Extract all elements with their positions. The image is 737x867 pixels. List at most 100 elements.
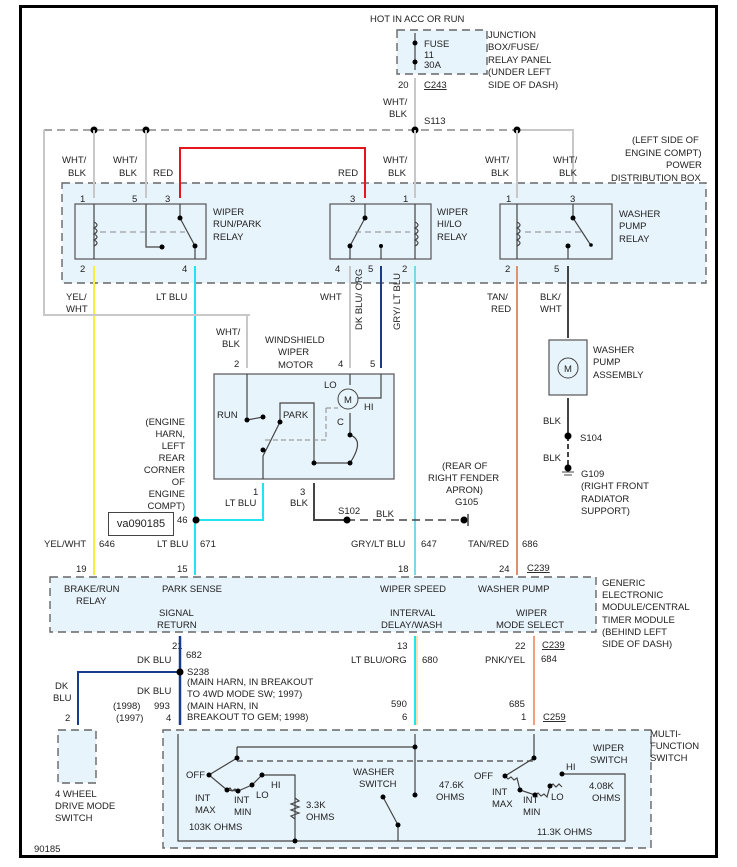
svg-text:2: 2 [80,264,85,275]
svg-text:LT BLU: LT BLU [156,292,187,303]
multi-function-switch [162,729,652,849]
svg-text:RED: RED [338,168,358,179]
svg-text:RETURN: RETURN [157,620,197,631]
svg-text:RED: RED [153,168,173,179]
svg-text:LT BLU: LT BLU [157,539,188,550]
svg-text:(ENGINE: (ENGINE [145,417,185,428]
svg-text:WHT: WHT [320,292,342,303]
svg-text:POWER: POWER [666,160,702,171]
washer-pump-relay: 1 3 2 5 WASHER PUMP RELAY [499,194,660,275]
svg-text:GENERIC: GENERIC [602,578,645,589]
svg-text:(MAIN HARN, IN BREAKOUT: (MAIN HARN, IN BREAKOUT [187,677,313,688]
svg-text:HI/LO: HI/LO [437,219,462,230]
svg-text:MODE SELECT: MODE SELECT [496,620,564,631]
svg-text:DK BLU/ ORG: DK BLU/ ORG [354,269,365,330]
svg-text:RELAY PANEL: RELAY PANEL [488,55,551,66]
svg-text:4: 4 [166,713,171,724]
svg-text:RELAY: RELAY [213,232,244,243]
svg-text:SWITCH: SWITCH [359,779,397,790]
svg-text:PARK: PARK [283,410,309,421]
wire-label: WHT/ [383,97,408,108]
wire-red [179,147,366,198]
junction-box [396,29,488,75]
svg-text:FUNCTION: FUNCTION [650,741,699,752]
svg-text:HI: HI [364,402,374,413]
svg-text:LT BLU: LT BLU [225,498,256,509]
wiper-hi-lo-relay: 3 1 4 5 2 WIPER HI/LO RELAY [329,194,468,275]
svg-text:DELAY/WASH: DELAY/WASH [381,620,442,631]
svg-text:SIDE OF DASH): SIDE OF DASH) [488,80,558,91]
svg-text:HI: HI [271,780,281,791]
svg-text:WASHER: WASHER [353,767,394,778]
svg-text:BLK: BLK [543,416,562,427]
svg-text:3: 3 [570,194,575,205]
svg-text:1: 1 [521,712,526,723]
svg-text:C239: C239 [527,563,550,574]
svg-text:MAX: MAX [195,805,216,816]
svg-text:WHT/: WHT/ [216,327,241,338]
junction-box-location: JUNCTION BOX/FUSE/ RELAY PANEL (UNDER LE… [488,30,558,91]
svg-text:2: 2 [234,359,239,370]
fuse-name: FUSE [424,39,449,50]
svg-text:LT BLU/ORG: LT BLU/ORG [351,655,407,666]
g105-ground: (REAR OF RIGHT FENDER APRON) G105 [428,461,499,508]
svg-text:RIGHT FENDER: RIGHT FENDER [428,473,499,484]
svg-text:(REAR OF: (REAR OF [442,461,488,472]
svg-text:(MAIN HARN, IN: (MAIN HARN, IN [187,701,258,712]
svg-text:SWITCH: SWITCH [590,755,628,766]
svg-text:DISTRIBUTION BOX: DISTRIBUTION BOX [611,173,701,184]
svg-text:TIMER MODULE: TIMER MODULE [602,615,675,626]
g109-ground: G109 (RIGHT FRONT RADIATOR SUPPORT) [581,469,649,517]
splice-s102: S102 [338,506,360,517]
generic-electronic-module [49,576,597,633]
svg-text:(UNDER LEFT: (UNDER LEFT [488,67,551,78]
svg-text:SWITCH: SWITCH [55,813,93,824]
svg-text:2: 2 [505,264,510,275]
svg-text:MODULE/CENTRAL: MODULE/CENTRAL [602,602,690,613]
svg-text:BLK: BLK [222,339,241,350]
svg-text:YEL/WHT: YEL/WHT [44,539,86,550]
svg-text:PUMP: PUMP [619,221,646,232]
svg-text:5: 5 [370,359,375,370]
svg-text:INT: INT [492,787,508,798]
svg-text:PNK/YEL: PNK/YEL [485,655,525,666]
svg-text:G105: G105 [455,497,478,508]
svg-text:19: 19 [76,564,87,575]
svg-text:OHMS: OHMS [436,792,465,803]
svg-text:CORNER: CORNER [144,465,185,476]
svg-text:LEFT: LEFT [162,441,185,452]
power-label: HOT IN ACC OR RUN [370,14,464,25]
svg-text:MOTOR: MOTOR [278,360,313,371]
svg-text:DK BLU: DK BLU [137,686,171,697]
svg-text:BLK: BLK [388,168,407,179]
svg-text:LO: LO [256,790,269,801]
svg-text:G109: G109 [581,469,604,480]
svg-text:ENGINE COMPT): ENGINE COMPT) [625,148,702,159]
svg-text:3: 3 [350,194,355,205]
svg-text:1: 1 [506,194,511,205]
svg-text:PARK SENSE: PARK SENSE [162,584,222,595]
svg-text:OHMS: OHMS [306,812,335,823]
svg-text:WHT/: WHT/ [113,155,138,166]
splice-s104: S104 [580,433,602,444]
svg-text:BLK/: BLK/ [540,292,561,303]
svg-text:BLU: BLU [53,693,72,704]
svg-text:WIPER: WIPER [437,207,468,218]
svg-text:WIPER SPEED: WIPER SPEED [380,584,446,595]
svg-text:COMPT): COMPT) [148,501,185,512]
svg-text:BLK: BLK [491,168,510,179]
svg-text:13: 13 [397,641,408,652]
svg-text:2: 2 [65,713,70,724]
svg-text:685: 685 [509,699,525,710]
svg-text:LO: LO [551,792,564,803]
svg-text:RUN: RUN [217,410,238,421]
svg-text:682: 682 [186,650,202,661]
svg-text:680: 680 [422,655,438,666]
svg-text:SIDE OF DASH): SIDE OF DASH) [602,639,672,650]
splice-s113: S113 [424,116,445,127]
svg-text:3: 3 [165,194,170,205]
wire-wht-blk-right [517,129,574,198]
svg-text:686: 686 [522,539,538,550]
pin-20: 20 [398,80,409,91]
